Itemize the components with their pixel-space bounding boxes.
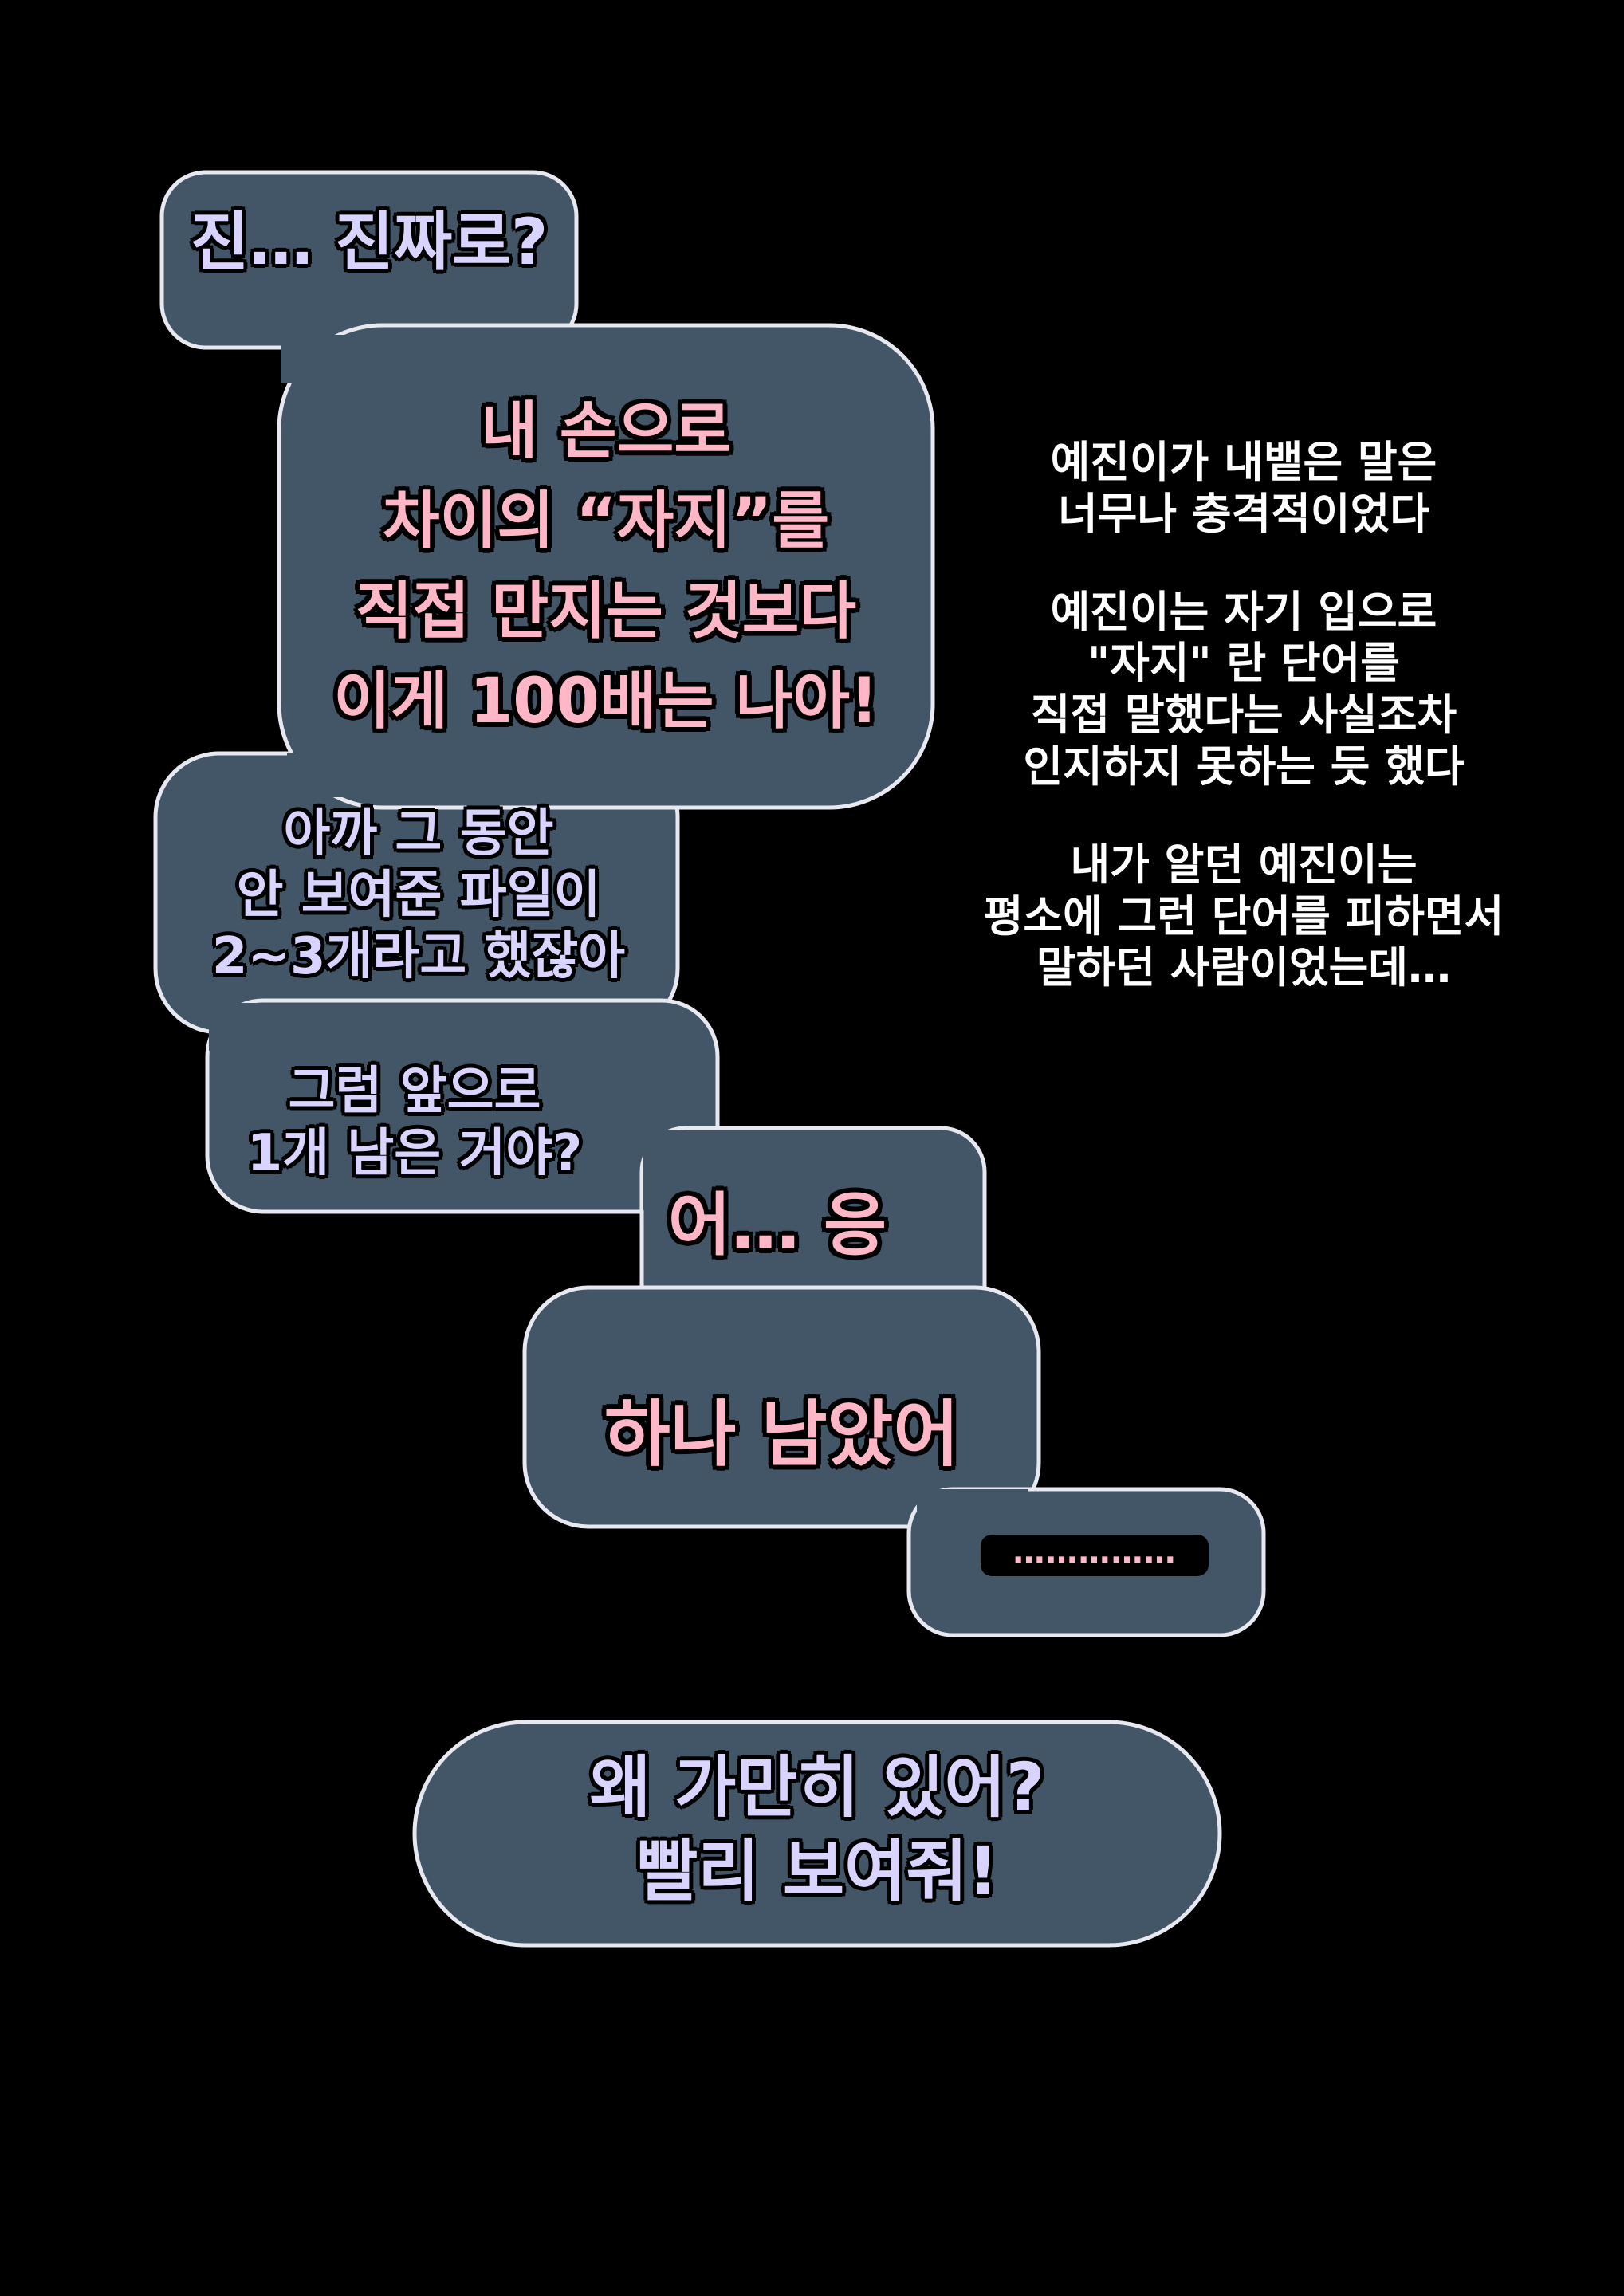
speech-bubble-6-text: 하나 남았어 [525, 1391, 1039, 1479]
narration-line: 너무나 충격적이었다 [1058, 488, 1429, 539]
bubble-line: 이게 100배는 나아! [333, 666, 879, 738]
bubble-line: 1개 남은 거야? [246, 1124, 583, 1184]
narration-line: 평소에 그런 단어를 피하면서 [983, 890, 1504, 942]
bubble-line: 안 보여준 파일이 [236, 865, 601, 925]
narration-line: 예진이는 자기 입으로 [1050, 586, 1437, 637]
narration-line: 인지하지 못하는 듯 했다 [1023, 741, 1465, 792]
dots-pill [981, 1535, 1209, 1576]
narration-line: 직접 말했다는 사실조차 [1030, 690, 1457, 741]
narration-line: 내가 알던 예진이는 [1070, 839, 1418, 890]
speech-bubble-3-text: 아까 그 동안 안 보여준 파일이 2~3개라고 했잖아 [183, 804, 654, 987]
bubble-line: 진… 진짜로? [190, 205, 549, 279]
speech-bubble-8 [412, 1720, 1222, 1948]
speech-bubble-8-text: 왜 가만히 있어? 빨리 보여줘! [415, 1746, 1220, 1913]
narration-line: "자지" 란 단어를 [1087, 638, 1400, 689]
speech-bubble-4 [205, 998, 720, 1214]
speech-bubble-4-text: 그럼 앞으로 1개 남은 거야? [207, 1060, 622, 1185]
bubble-line: 직접 만지는 것보다 [355, 576, 857, 648]
bubble-line: 내 손으로 [480, 395, 732, 467]
narration-box: 예진이가 내뱉은 말은 너무나 충격적이었다 예진이는 자기 입으로 "자지" … [941, 437, 1547, 994]
narration-line: 예진이가 내뱉은 말은 [1050, 437, 1437, 487]
bubble-line: 2~3개라고 했잖아 [211, 926, 626, 986]
speech-bubble-5-text: 어… 응 [642, 1184, 913, 1268]
narration-line: 말하던 사람이었는데… [1036, 942, 1451, 993]
bubble-line: 빨리 보여줘! [636, 1832, 998, 1910]
speech-bubble-2-text: 내 손으로 차이의 “자지”를 직접 만지는 것보다 이게 100배는 나아! [279, 387, 933, 747]
bubble-line: 하나 남았어 [604, 1393, 960, 1476]
speech-bubble-7-text: …………… [1013, 1535, 1177, 1571]
speech-bubble-1-text: 진… 진짜로? [162, 203, 576, 281]
speech-bubble-2 [277, 323, 935, 810]
bubble-line: 아까 그 동안 [283, 804, 554, 863]
bubble-line: 차이의 “자지”를 [382, 486, 830, 558]
bubble-line: 어… 응 [667, 1185, 887, 1265]
bubble-line: 왜 가만히 있어? [589, 1748, 1045, 1826]
bubble-line: 그럼 앞으로 [288, 1062, 541, 1121]
